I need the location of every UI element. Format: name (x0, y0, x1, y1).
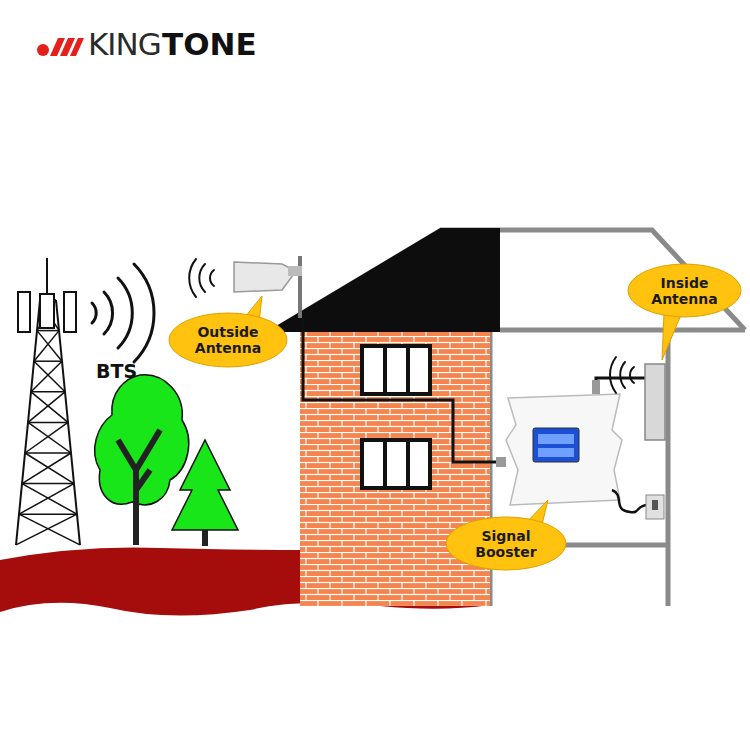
booster-device (496, 378, 664, 519)
logo-text: KING (88, 26, 161, 62)
bts-tower (16, 258, 80, 545)
callout-bubble: Outside Antenna (168, 312, 288, 368)
outside-antenna (189, 256, 302, 318)
windows (362, 346, 430, 488)
signal-waves (92, 264, 154, 362)
inside-antenna (610, 357, 665, 440)
callout-text: Signal Booster (466, 528, 546, 560)
logo-text: TONE (162, 26, 257, 62)
logo-mark (37, 38, 84, 56)
callout-bubble: Inside Antenna (627, 263, 742, 318)
callout-text: Outside Antenna (189, 324, 267, 356)
cable (303, 318, 503, 462)
roof (266, 228, 500, 332)
trees (95, 375, 238, 546)
site-label: BTS (96, 360, 137, 382)
callout-text: Inside Antenna (648, 275, 722, 307)
callout-bubble: Signal Booster (445, 516, 567, 571)
